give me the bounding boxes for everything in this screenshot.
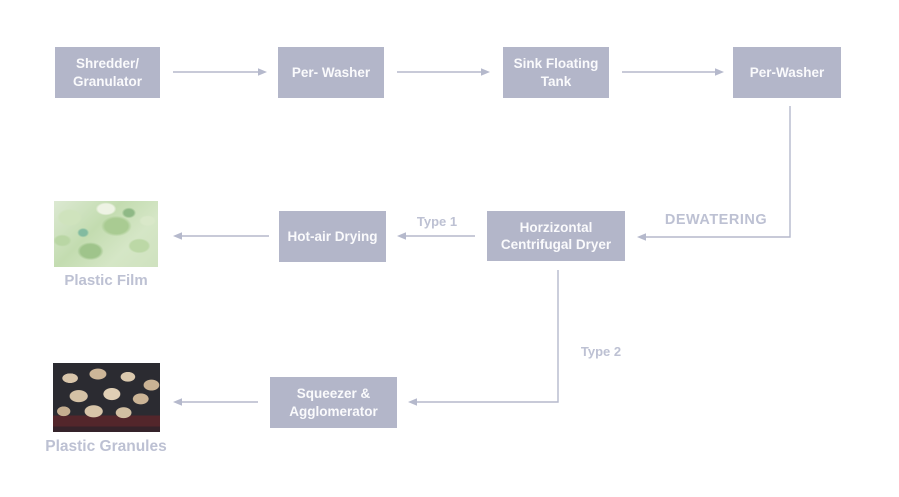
node-shredder-granulator: Shredder/ Granulator xyxy=(55,47,160,98)
arrow-centrifugal-to-hotair-type1 xyxy=(397,232,475,240)
node-pre-washer-1: Per- Washer xyxy=(278,47,384,98)
plastic-granules-caption: Plastic Granules xyxy=(45,438,167,455)
arrow-hotair-to-plasticfilm xyxy=(173,232,269,240)
edge-label-type1: Type 1 xyxy=(416,214,458,229)
edge-label-type2: Type 2 xyxy=(580,344,622,359)
node-sink-floating-tank-label: Sink Floating Tank xyxy=(513,56,599,89)
node-pre-washer-1-label: Per- Washer xyxy=(291,64,371,80)
node-hot-air-drying-label: Hot-air Drying xyxy=(287,228,378,244)
arrow-sinktank-to-perwasher xyxy=(622,68,724,76)
arrow-squeezer-to-granules xyxy=(173,398,258,406)
plastic-film-photo xyxy=(54,201,158,267)
arrow-shredder-to-prewasher xyxy=(173,68,267,76)
arrow-prewasher-to-sinktank xyxy=(397,68,490,76)
node-squeezer-agglomerator: Squeezer & Agglomerator xyxy=(270,377,397,428)
arrow-perwasher-to-centrifugal-dewatering xyxy=(637,106,791,241)
node-squeezer-agglomerator-label: Squeezer & Agglomerator xyxy=(289,386,378,419)
node-shredder-granulator-label: Shredder/ Granulator xyxy=(72,56,142,89)
node-per-washer-2-label: Per-Washer xyxy=(749,64,825,80)
node-per-washer-2: Per-Washer xyxy=(733,47,841,98)
node-centrifugal-dryer: Horzizontal Centrifugal Dryer xyxy=(487,211,625,261)
arrow-centrifugal-to-squeezer-type2 xyxy=(408,270,559,406)
plastic-granules-photo xyxy=(53,363,160,432)
node-hot-air-drying: Hot-air Drying xyxy=(279,211,386,262)
node-sink-floating-tank: Sink Floating Tank xyxy=(503,47,609,98)
edge-label-dewatering: DEWATERING xyxy=(664,212,768,228)
node-centrifugal-dryer-label: Horzizontal Centrifugal Dryer xyxy=(500,219,612,252)
plastic-film-caption: Plastic Film xyxy=(64,272,148,289)
